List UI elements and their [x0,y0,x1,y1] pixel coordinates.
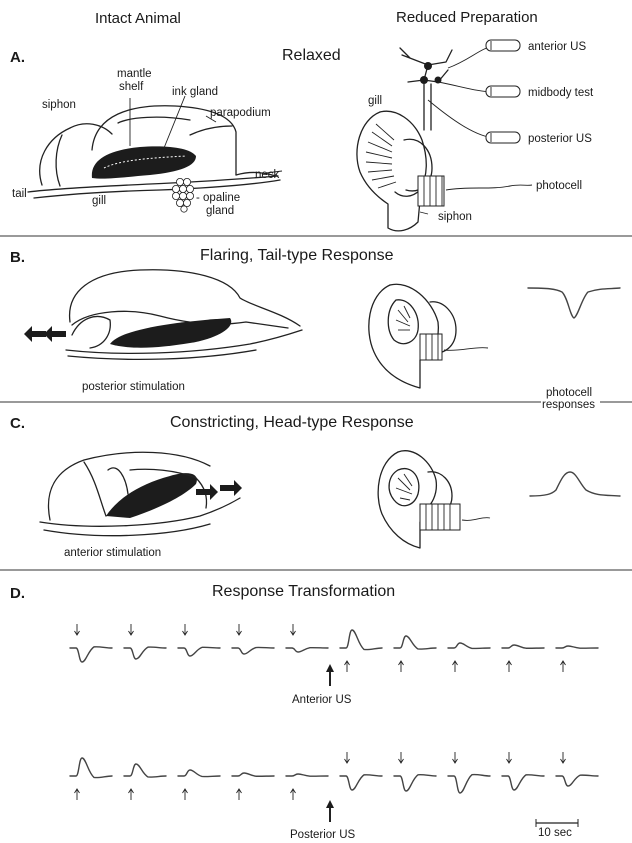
posterior-row-stimulus-arrow-4 [237,789,242,800]
anterior-row-response-3 [178,647,220,656]
label-neck: neck [255,169,280,181]
reduced-preparation-constricting [378,451,490,548]
anterior-row-response-1 [70,647,112,662]
posterior-row-stimulus-arrow-3 [183,789,188,800]
panel-d-letter: D. [10,585,25,602]
label-anterior-stimulation: anterior stimulation [64,547,161,559]
label-photocell-responses-2: responses [542,399,595,411]
anterior-row-response-8 [448,643,490,648]
label-shelf: shelf [119,81,144,93]
anterior-row-response-9 [502,645,544,648]
panel-c-letter: C. [10,415,25,432]
anterior-row-response-6 [340,630,382,650]
anterior-us-marker [326,664,334,686]
photocell-trace-flaring [528,288,620,318]
label-opaline-gland: gland [206,205,234,217]
anterior-row-response-10 [556,646,598,648]
anterior-row-stimulus-arrow-7 [399,661,404,672]
anterior-row-response-2 [124,647,166,659]
label-photocell-responses-1: photocell [546,387,592,399]
posterior-row-response-9 [502,775,544,790]
photocell-trace-constricting [530,472,620,496]
label-mantle: mantle [117,68,152,80]
panel-b-title: Flaring, Tail-type Response [200,247,394,264]
label-posterior-stimulation: posterior stimulation [82,381,185,393]
panel-b-letter: B. [10,249,25,266]
anterior-row-stimulus-arrow-2 [129,624,134,635]
anterior-row-stimulus-arrow-5 [291,624,296,635]
anterior-row-response-4 [232,647,274,654]
anterior-row-stimulus-arrow-10 [561,661,566,672]
label-tail: tail [12,188,27,200]
anterior-row-stimulus-arrow-3 [183,624,188,635]
posterior-row-response-10 [556,775,598,786]
label-scale-10-sec: 10 sec [538,827,572,839]
posterior-us-marker [326,800,334,822]
posterior-row-response-8 [448,775,490,793]
anterior-row-stimulus-arrow-9 [507,661,512,672]
posterior-row-stimulus-arrow-9 [507,752,512,763]
trace-row-posterior [70,752,598,800]
anterior-row-stimulus-arrow-1 [75,624,80,635]
label-anterior-us-trace: Anterior US [292,694,352,706]
posterior-row-stimulus-arrow-5 [291,789,296,800]
label-anterior-us: anterior US [528,41,586,53]
label-ink-gland: ink gland [172,86,218,98]
aplysia-anterior-stimulation [40,452,242,535]
label-siphon: siphon [42,99,76,111]
posterior-row-stimulus-arrow-8 [453,752,458,763]
posterior-row-response-3 [178,770,220,777]
label-opaline: - opaline [196,192,240,204]
panel-d-title: Response Transformation [212,583,395,600]
header-reduced-preparation: Reduced Preparation [396,9,538,26]
anterior-row-stimulus-arrow-8 [453,661,458,672]
anterior-row-stimulus-arrow-4 [237,624,242,635]
posterior-row-response-5 [286,774,328,776]
posterior-row-response-2 [124,764,166,777]
posterior-row-stimulus-arrow-1 [75,789,80,800]
posterior-row-stimulus-arrow-6 [345,752,350,763]
anterior-row-response-7 [394,636,436,649]
anterior-row-response-5 [286,648,328,652]
posterior-row-stimulus-arrow-2 [129,789,134,800]
label-prep-siphon: siphon [438,211,472,223]
label-posterior-us: posterior US [528,133,592,145]
label-photocell: photocell [536,180,582,192]
label-gill: gill [92,195,106,207]
panel-a-title: Relaxed [282,47,341,64]
reduced-preparation-flaring [369,284,488,388]
reduced-preparation-relaxed [357,40,532,231]
trace-row-anterior [70,624,598,672]
anterior-row-stimulus-arrow-6 [345,661,350,672]
label-midbody-test: midbody test [528,87,594,99]
aplysia-posterior-stimulation [24,270,302,360]
posterior-row-stimulus-arrow-7 [399,752,404,763]
posterior-row-response-1 [70,758,112,778]
label-posterior-us-trace: Posterior US [290,829,356,841]
panel-a-letter: A. [10,49,25,66]
posterior-row-stimulus-arrow-10 [561,752,566,763]
posterior-row-response-7 [394,775,436,791]
posterior-row-response-6 [340,775,382,790]
posterior-row-response-4 [232,773,274,776]
label-prep-gill: gill [368,95,382,107]
label-parapodium: parapodium [210,107,271,119]
panel-c-title: Constricting, Head-type Response [170,414,414,431]
header-intact-animal: Intact Animal [95,10,181,27]
